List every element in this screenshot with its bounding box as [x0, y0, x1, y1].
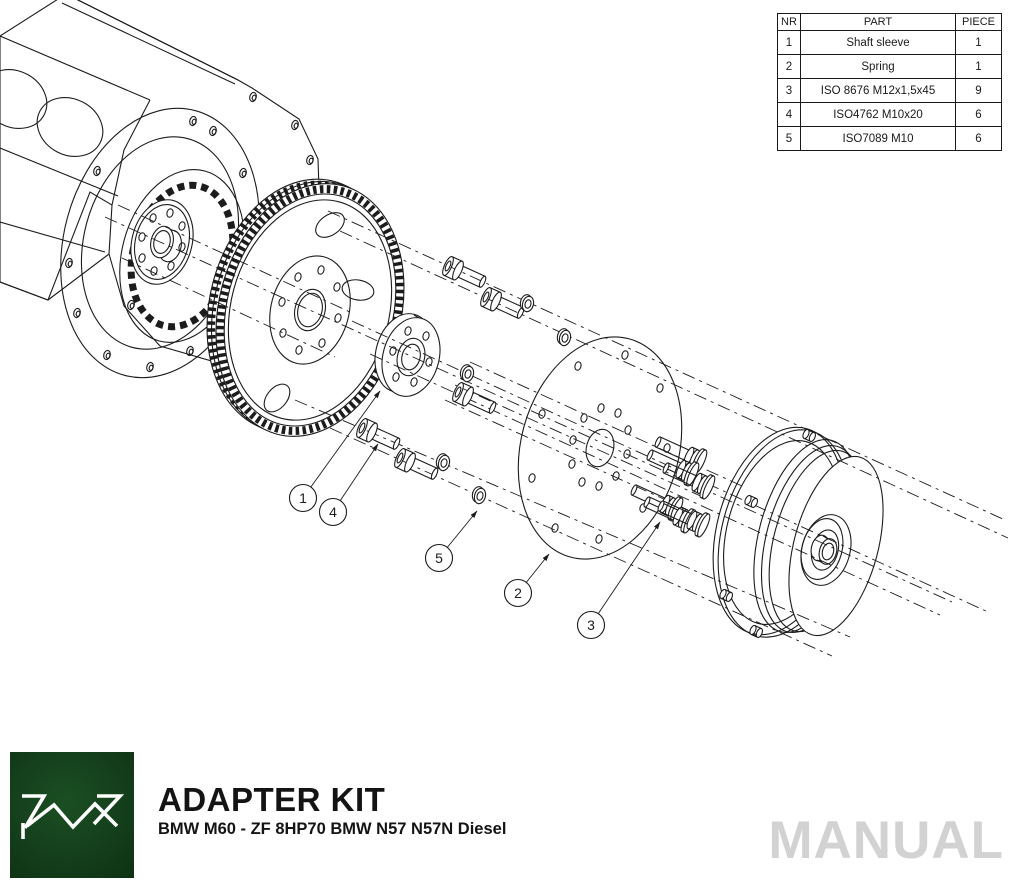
shaft-sleeve: [374, 313, 441, 397]
adapter-kit-exploded-diagram: 1 4 5 2 3: [0, 0, 1009, 657]
part-qty: 1: [955, 30, 1002, 55]
pmc-motorsport-logo: MOTORSPORT: [10, 752, 134, 878]
table-row: 4 ISO4762 M10x20 6: [777, 102, 1002, 127]
exploded-view-drawing: 1 4 5 2 3: [0, 0, 1009, 657]
page-title: ADAPTER KIT: [158, 781, 386, 818]
parts-table-header-row: NR PART PIECE: [777, 13, 1002, 31]
manual-watermark: MANUAL: [768, 811, 1004, 870]
callout-3-label: 3: [587, 617, 595, 633]
part-nr: 2: [777, 54, 801, 79]
part-nr: 3: [777, 78, 801, 103]
callout-2-label: 2: [514, 585, 522, 601]
callouts: 1 4 5 2 3: [288, 390, 661, 640]
spring-disc: [517, 336, 683, 560]
flexplate-ring-gear: [206, 178, 405, 437]
callout-5-label: 5: [435, 550, 443, 566]
part-qty: 6: [955, 102, 1002, 127]
header-nr: NR: [777, 13, 801, 31]
part-name: ISO7089 M10: [800, 126, 956, 151]
centerlines: [104, 204, 1009, 657]
part-qty: 1: [955, 54, 1002, 79]
part-name: Shaft sleeve: [800, 30, 956, 55]
crankshaft-hub: [130, 199, 194, 285]
callout-5: 5: [424, 510, 478, 573]
callout-4-label: 4: [329, 504, 337, 520]
part-name: Spring: [800, 54, 956, 79]
header-part: PART: [800, 13, 956, 31]
part-qty: 6: [955, 126, 1002, 151]
table-row: 3 ISO 8676 M12x1,5x45 9: [777, 78, 1002, 103]
part-name: ISO4762 M10x20: [800, 102, 956, 127]
parts-table: NR PART PIECE 1 Shaft sleeve 1 2 Spring …: [777, 13, 1002, 151]
part-qty: 9: [955, 78, 1002, 103]
part-nr: 5: [777, 126, 801, 151]
torque-converter: [712, 426, 884, 638]
callout-4: 4: [318, 443, 379, 527]
callout-1: 1: [288, 390, 381, 513]
table-row: 1 Shaft sleeve 1: [777, 30, 1002, 55]
part-nr: 1: [777, 30, 801, 55]
part-nr: 4: [777, 102, 801, 127]
table-row: 2 Spring 1: [777, 54, 1002, 79]
page-subtitle: BMW M60 - ZF 8HP70 BMW N57 N57N Diesel: [158, 820, 507, 838]
pmc-monogram-icon: [21, 794, 125, 839]
header-piece: PIECE: [955, 13, 1002, 31]
callout-3: 3: [576, 521, 661, 640]
callout-2: 2: [503, 553, 550, 608]
part-name: ISO 8676 M12x1,5x45: [800, 78, 956, 103]
callout-1-label: 1: [299, 490, 307, 506]
table-row: 5 ISO7089 M10 6: [777, 126, 1002, 151]
